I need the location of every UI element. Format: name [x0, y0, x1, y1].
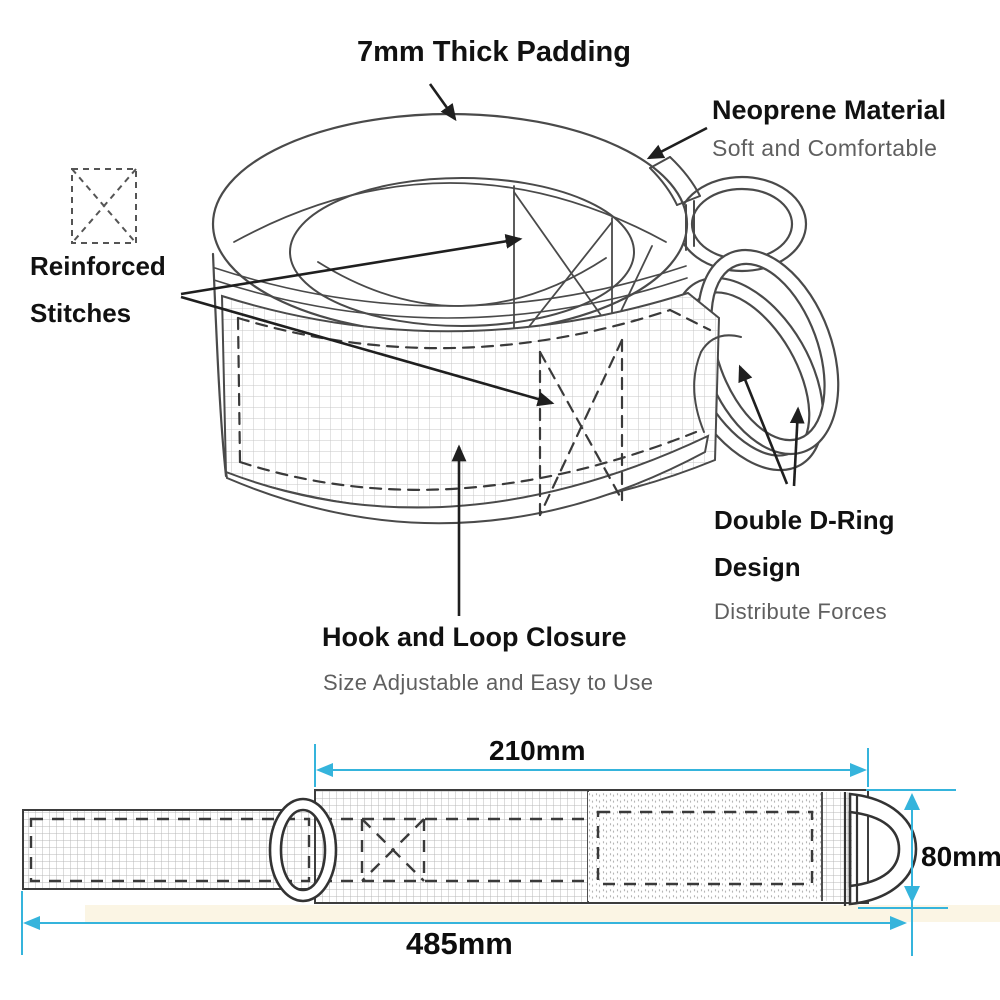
left-d-ring	[268, 797, 338, 903]
material-label: Neoprene Material	[712, 95, 947, 125]
dimension-485mm: 485mm	[406, 926, 513, 961]
loop-panel-stitching	[596, 810, 814, 886]
dimension-arrowheads	[23, 763, 920, 930]
background-band	[85, 905, 1000, 922]
stitches-label-line2: Stitches	[30, 298, 132, 328]
stitches-arrow-lower	[180, 295, 555, 407]
dimension-80mm: 80mm	[921, 841, 1000, 872]
stitches-label-line1: Reinforced	[30, 251, 166, 281]
padding-rim	[213, 114, 687, 334]
closure-sublabel: Size Adjustable and Easy to Use	[323, 670, 654, 695]
strap-stitch-dashes	[320, 817, 586, 883]
dring-label-line1: Double D-Ring	[714, 505, 895, 535]
dring-sublabel: Distribute Forces	[714, 599, 888, 624]
dring-arrow-left	[738, 364, 789, 485]
material-arrow	[646, 126, 708, 160]
strap-tab	[649, 156, 742, 433]
stitches-arrow-upper	[180, 233, 523, 296]
dimension-210mm: 210mm	[489, 735, 586, 766]
padding-label: 7mm Thick Padding	[357, 36, 631, 68]
cuff-skirt	[224, 434, 710, 525]
strap-top-view	[22, 789, 918, 906]
ankle-cuff-drawing	[211, 112, 840, 525]
annotation-arrows	[180, 83, 805, 616]
mesh-dashed-stitching	[236, 308, 712, 517]
dring-label-line2: Design	[714, 552, 801, 582]
padding-arrow	[428, 83, 457, 122]
closure-label: Hook and Loop Closure	[322, 622, 627, 652]
dimension-lines	[21, 744, 956, 956]
right-d-ring	[843, 792, 918, 906]
reinforced-stitches-icon	[71, 168, 137, 244]
material-sublabel: Soft and Comfortable	[712, 135, 938, 161]
dring-arrow-right	[789, 406, 805, 487]
